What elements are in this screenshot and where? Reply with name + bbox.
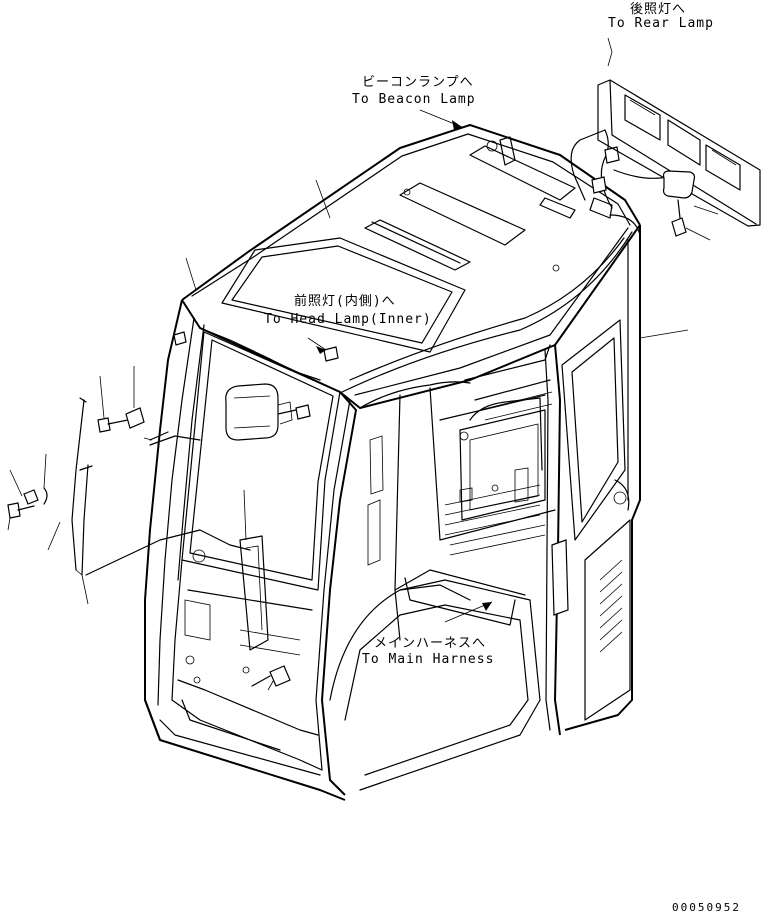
rear-lamp-bracket (597, 79, 761, 237)
drawing-code: 00050952 (672, 901, 741, 914)
wiring-harness (173, 129, 679, 601)
cab-interior (329, 344, 556, 791)
beacon-lamp-label-jp: ビーコンランプへ (362, 75, 474, 90)
cab-right-side (544, 225, 641, 736)
rear-lamp-label-en: To Rear Lamp (608, 16, 714, 31)
head-lamp-housing (225, 383, 293, 441)
head-lamp-label-jp: 前照灯(内側)へ (294, 294, 396, 309)
rear-lamp-label-jp: 後照灯へ (630, 2, 687, 17)
beacon-lamp-label-en: To Beacon Lamp (352, 92, 476, 107)
front-frame (144, 299, 357, 801)
head-lamp-label-en: To Head Lamp(Inner) (264, 312, 432, 327)
main-harness-label-en: To Main Harness (362, 652, 495, 667)
wiper-assembly (7, 397, 251, 576)
main-harness-label-jp: メインハーネスへ (374, 636, 487, 651)
leader-lines (7, 37, 719, 691)
cab-roof (181, 124, 641, 409)
